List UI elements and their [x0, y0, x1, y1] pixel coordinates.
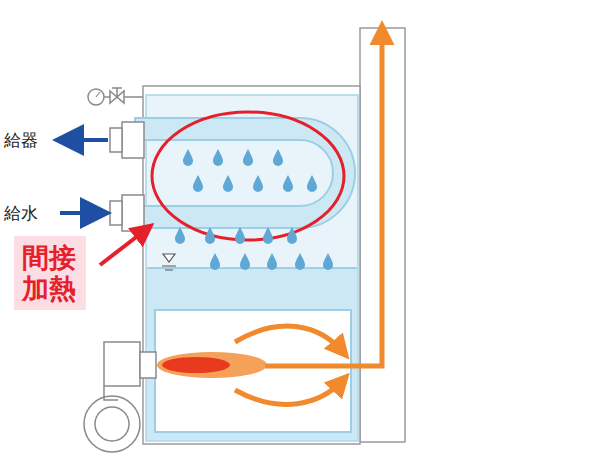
level-mark [163, 254, 175, 262]
furnace [155, 310, 351, 432]
port-label: 給器 [4, 129, 38, 152]
burner-duct [104, 386, 118, 400]
burner-nozzle [140, 352, 156, 378]
water-drop [240, 253, 250, 270]
water-body [147, 268, 357, 440]
callout-text: 間接加熱 [22, 242, 77, 304]
water-drop [283, 175, 293, 192]
water-drop [183, 149, 193, 166]
water-drop [223, 175, 233, 192]
level-mark [162, 266, 176, 270]
feed-arrow [60, 211, 100, 215]
water-drop [253, 175, 263, 192]
water-drop [175, 227, 185, 244]
gas-flow [235, 326, 343, 352]
water-drop [295, 253, 305, 270]
callout-box: 間接加熱 [14, 236, 85, 310]
inlet-flange [110, 201, 122, 225]
pointer-arrow [100, 228, 148, 265]
water-drop [205, 227, 215, 244]
water-drop [323, 253, 333, 270]
water-drop [213, 149, 223, 166]
water-drop [210, 253, 220, 270]
port-label: 給水 [4, 202, 38, 225]
blower-fan [95, 407, 129, 441]
water-drop [263, 227, 273, 244]
valve-handle [112, 88, 122, 97]
supply-arrow [64, 138, 108, 142]
flame [157, 352, 267, 378]
outlet-flange [110, 128, 122, 152]
exhaust-flow [265, 30, 382, 366]
droplets [175, 149, 333, 270]
water-drop [243, 149, 253, 166]
water-drop [273, 149, 283, 166]
water-drop [193, 175, 203, 192]
gauge-needle [96, 92, 100, 97]
water-drop [307, 175, 317, 192]
blower-fan [84, 396, 140, 452]
water-drop [267, 253, 277, 270]
water-drop [235, 227, 245, 244]
burner-body [104, 342, 140, 386]
gas-flow [235, 380, 343, 404]
pressure-gauge [88, 89, 104, 105]
highlight-ring [152, 112, 344, 240]
inlet-flange [122, 195, 144, 231]
outlet-flange [122, 122, 144, 158]
water-drop [287, 227, 297, 244]
flame-core [162, 357, 230, 373]
